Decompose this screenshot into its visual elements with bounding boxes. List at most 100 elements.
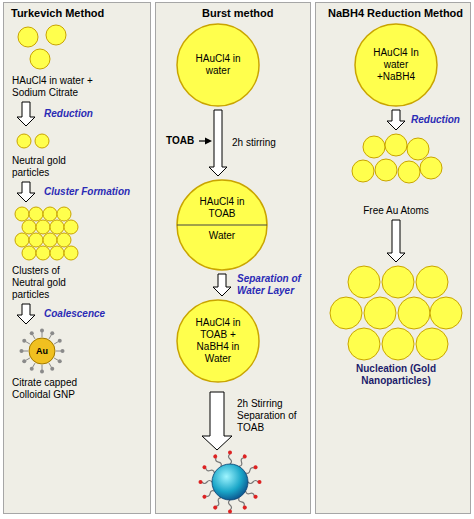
circle-shape bbox=[177, 300, 259, 382]
step-label: Reduction bbox=[44, 108, 93, 120]
step-label: Reduction bbox=[411, 114, 460, 126]
phase-boundary bbox=[177, 225, 267, 226]
citrate-ligand bbox=[33, 363, 36, 367]
gold-particle bbox=[17, 134, 31, 148]
nanoparticle bbox=[199, 451, 262, 514]
circle-shape bbox=[355, 24, 437, 106]
citrate-dot bbox=[58, 359, 62, 363]
citrate-ligand bbox=[49, 363, 52, 367]
text-slot: Water bbox=[176, 225, 268, 271]
solution-circle: HAuCl4 in TOAB + NaBH4 in Water bbox=[176, 299, 260, 383]
particle-illustration bbox=[12, 129, 142, 153]
process-step: Clusters of Neutral gold particles bbox=[12, 205, 142, 301]
citrate-ligand bbox=[42, 332, 43, 337]
step-text: HAuCl4 in water + Sodium Citrate bbox=[12, 75, 112, 99]
circle-text: Water bbox=[190, 230, 254, 242]
panel-heading: Burst method bbox=[202, 7, 274, 19]
gold-particle bbox=[382, 328, 414, 360]
citrate-dot bbox=[61, 349, 65, 353]
process-note: 2h Stirring Separation of TOAB bbox=[237, 398, 307, 434]
circle-shape bbox=[177, 24, 259, 106]
gold-particle bbox=[50, 246, 64, 260]
gold-particle bbox=[57, 207, 71, 221]
gold-particle bbox=[43, 207, 57, 221]
gold-particle bbox=[57, 233, 71, 247]
gold-particle bbox=[330, 297, 362, 329]
step-label: Separation of Water Layer bbox=[237, 273, 312, 297]
citrate-ligand bbox=[42, 365, 43, 370]
process-step: Neutral gold particles bbox=[12, 129, 142, 179]
flow-arrow bbox=[17, 182, 35, 202]
gold-particle bbox=[64, 246, 78, 260]
gold-particle bbox=[416, 328, 448, 360]
citrate-ligand bbox=[49, 335, 52, 339]
panel-heading: NaBH4 Reduction Method bbox=[328, 7, 463, 19]
gold-particle bbox=[43, 233, 57, 247]
flow-arrow bbox=[17, 102, 35, 126]
gold-particle bbox=[348, 266, 380, 298]
method-panel: Turkevich MethodHAuCl4 in water + Sodium… bbox=[3, 2, 151, 514]
solution-circle: HAuCl4 In water +NaBH4 bbox=[354, 23, 438, 107]
citrate-ligand bbox=[33, 335, 36, 339]
gold-particle bbox=[407, 138, 429, 160]
gold-particle bbox=[22, 220, 36, 234]
gold-particle bbox=[15, 207, 29, 221]
gold-core bbox=[29, 338, 55, 364]
citrate-dot bbox=[50, 367, 54, 371]
text-slot: HAuCl4 in TOAB bbox=[176, 179, 268, 225]
citrate-dot bbox=[22, 339, 26, 343]
gold-particle bbox=[352, 160, 374, 182]
gold-particle bbox=[36, 246, 50, 260]
citrate-dot bbox=[30, 331, 34, 335]
citrate-ligand bbox=[26, 342, 30, 345]
gold-particle bbox=[22, 246, 36, 260]
process-step: Nucleation (Gold Nanoparticles) bbox=[325, 265, 467, 387]
panel-heading: Turkevich Method bbox=[11, 7, 104, 19]
step-label: Coalescence bbox=[44, 308, 105, 320]
gold-particle bbox=[29, 233, 43, 247]
circle-text: HAuCl4 in water bbox=[187, 53, 249, 77]
citrate-dot bbox=[50, 331, 54, 335]
solution-circle: HAuCl4 in water bbox=[176, 23, 260, 107]
circle-text: HAuCl4 in TOAB + NaBH4 in Water bbox=[187, 317, 249, 365]
citrate-dot bbox=[30, 367, 34, 371]
flow-arrow bbox=[17, 304, 35, 324]
gold-particle bbox=[416, 266, 448, 298]
citrate-dot bbox=[20, 349, 24, 353]
method-panel: Burst methodHAuCl4 in waterHAuCl4 in TOA… bbox=[155, 2, 311, 514]
citrate-dot bbox=[22, 359, 26, 363]
gold-particle bbox=[64, 220, 78, 234]
gold-particle bbox=[385, 134, 407, 156]
gold-particle bbox=[50, 220, 64, 234]
gold-particle bbox=[348, 328, 380, 360]
flow-arrow bbox=[387, 220, 405, 262]
step-text: Clusters of Neutral gold particles bbox=[12, 265, 92, 301]
gold-particle bbox=[30, 49, 50, 69]
flow-arrow bbox=[209, 110, 227, 176]
process-step: HAuCl4 in water + Sodium Citrate bbox=[12, 23, 142, 99]
block-arrow bbox=[202, 392, 232, 450]
particle-illustration bbox=[341, 133, 451, 203]
toab-feed-line bbox=[199, 140, 206, 141]
gold-particle bbox=[18, 27, 38, 47]
gold-particle bbox=[46, 25, 66, 45]
gold-particle bbox=[15, 233, 29, 247]
gold-particle bbox=[29, 207, 43, 221]
citrate-dot bbox=[40, 370, 44, 374]
citrate-ligand bbox=[26, 358, 30, 361]
toab-feed-head bbox=[205, 138, 212, 145]
circle-shape bbox=[177, 180, 267, 270]
step-text: Free Au Atoms bbox=[341, 205, 451, 217]
process-note: TOAB bbox=[166, 135, 200, 147]
gold-particle bbox=[398, 161, 420, 183]
citrate-ligand bbox=[54, 342, 58, 345]
gold-particle bbox=[382, 266, 414, 298]
circle-text: HAuCl4 in TOAB bbox=[190, 196, 254, 220]
gold-particle bbox=[35, 134, 49, 148]
gold-particle bbox=[420, 157, 442, 179]
particle-illustration bbox=[325, 265, 467, 361]
solution-circle: HAuCl4 in TOAB Water bbox=[176, 179, 268, 271]
circle-text: HAuCl4 In water +NaBH4 bbox=[365, 47, 427, 83]
flow-arrow bbox=[213, 274, 231, 296]
particle-illustration bbox=[12, 327, 142, 375]
